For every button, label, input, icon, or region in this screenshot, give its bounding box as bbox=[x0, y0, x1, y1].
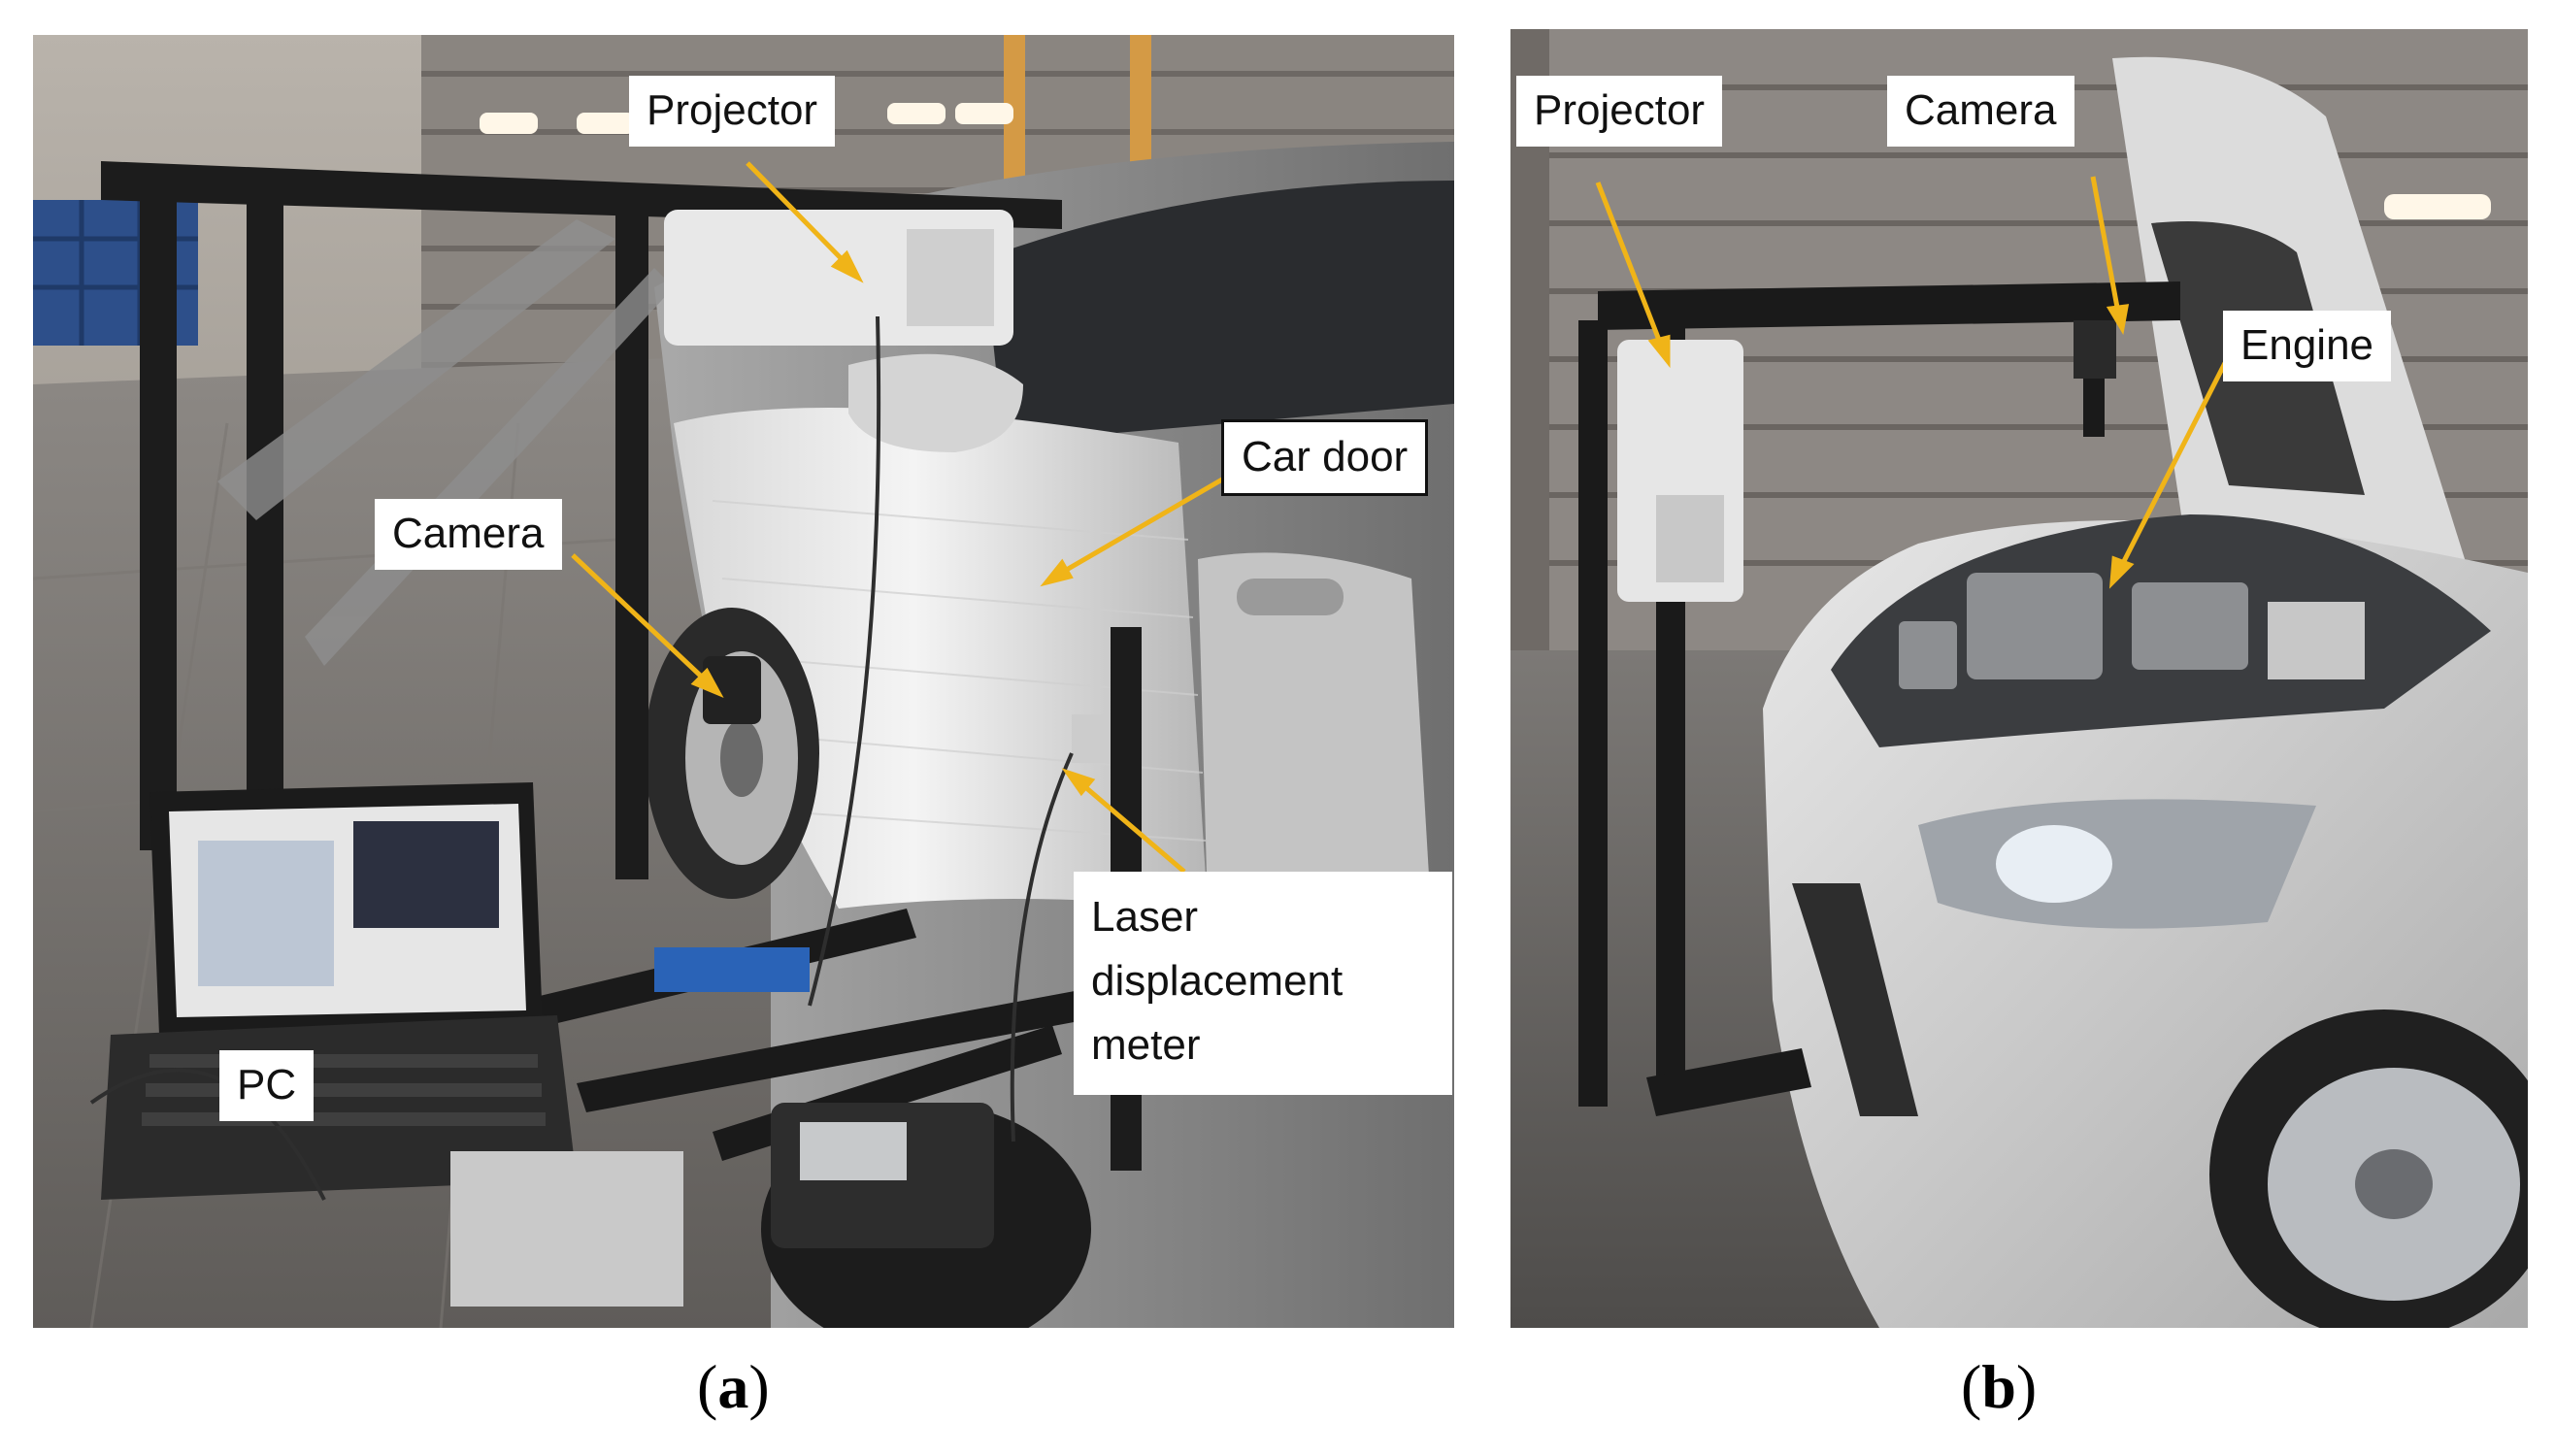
label-laser-displacement-meter: Laser displacement meter bbox=[1074, 872, 1452, 1095]
label-camera-b: Camera bbox=[1887, 76, 2074, 147]
caption-b: (b) bbox=[1961, 1352, 2038, 1421]
caption-a: (a) bbox=[697, 1352, 770, 1421]
label-projector-a: Projector bbox=[629, 76, 836, 147]
label-engine: Engine bbox=[2223, 311, 2392, 381]
photo-panel-b bbox=[1510, 29, 2528, 1328]
photo-panel-a bbox=[33, 35, 1454, 1328]
label-pc: PC bbox=[219, 1050, 315, 1121]
photo-a-scene bbox=[33, 35, 1454, 1328]
label-laser-line2: displacement bbox=[1091, 957, 1344, 1005]
label-laser-line1: Laser bbox=[1091, 893, 1199, 941]
photo-b-scene bbox=[1510, 29, 2528, 1328]
caption-b-letter: b bbox=[1981, 1352, 2016, 1421]
label-car-door: Car door bbox=[1221, 419, 1429, 496]
caption-a-letter: a bbox=[717, 1352, 749, 1421]
label-laser-line3: meter bbox=[1091, 1021, 1201, 1069]
label-projector-b: Projector bbox=[1516, 76, 1723, 147]
label-camera-a: Camera bbox=[375, 499, 562, 570]
